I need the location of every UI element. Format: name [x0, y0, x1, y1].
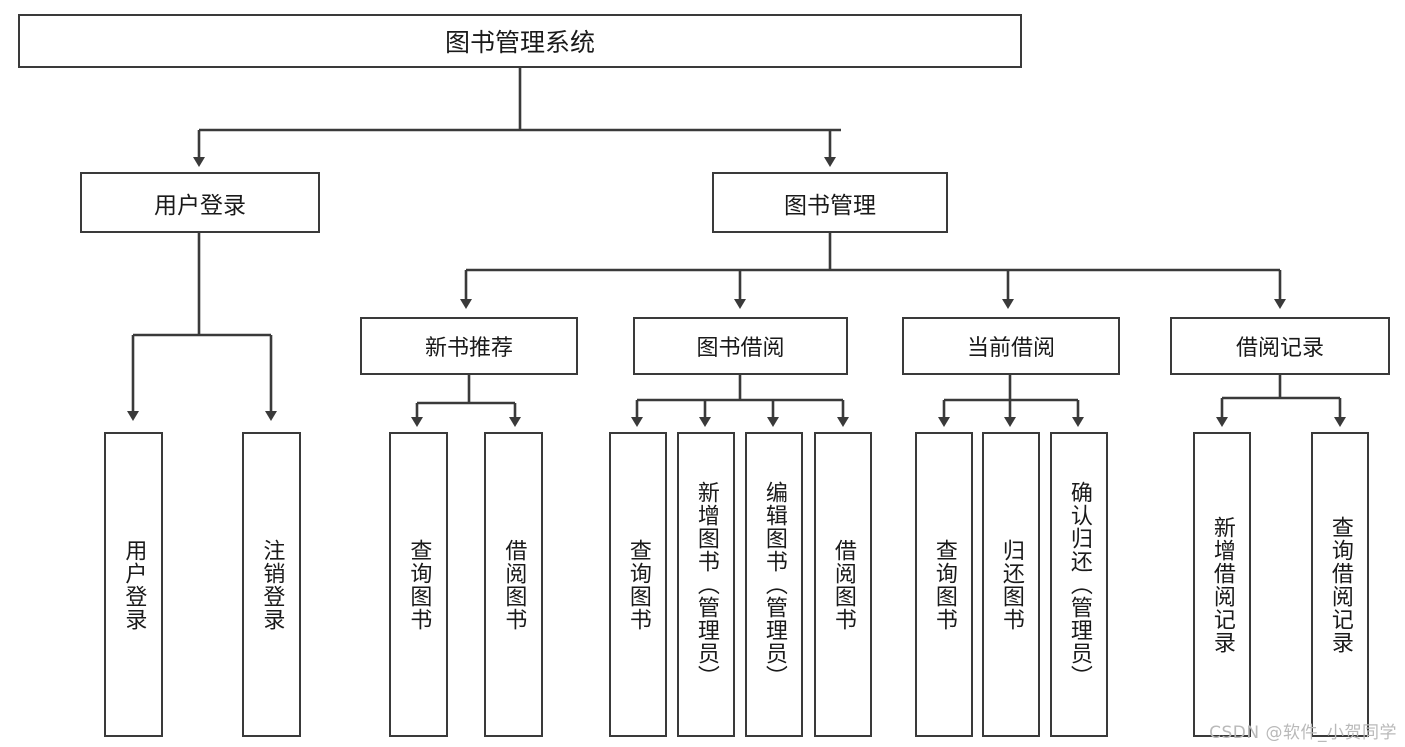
node-leaf-add-book[interactable]: 新增图书（管理员）: [677, 432, 735, 737]
node-label: 编辑图书（管理员）: [761, 481, 787, 688]
node-label: 借阅图书: [501, 538, 527, 631]
node-label: 借阅记录: [1235, 336, 1324, 361]
node-leaf-borrow-book[interactable]: 借阅图书: [814, 432, 872, 737]
node-leaf-return-book[interactable]: 归还图书: [982, 432, 1040, 737]
node-label: 图书借阅: [696, 336, 785, 361]
node-label: 查询借阅记录: [1327, 515, 1353, 654]
node-label: 归还图书: [998, 538, 1024, 631]
node-root-system[interactable]: 图书管理系统: [18, 14, 1022, 68]
node-label: 注销登录: [259, 538, 285, 631]
node-leaf-borrow-book-recommend[interactable]: 借阅图书: [484, 432, 543, 737]
node-label: 图书管理: [784, 192, 876, 219]
csdn-watermark: CSDN @软件_小贺同学: [1209, 723, 1397, 743]
node-leaf-query-book-borrow[interactable]: 查询图书: [609, 432, 667, 737]
node-current-borrow[interactable]: 当前借阅: [902, 317, 1120, 375]
node-leaf-query-book-recommend[interactable]: 查询图书: [389, 432, 448, 737]
node-new-book-recommend[interactable]: 新书推荐: [360, 317, 578, 375]
node-label: 查询图书: [931, 538, 957, 631]
node-label: 图书管理系统: [444, 28, 595, 57]
node-label: 确认归还（管理员）: [1066, 481, 1092, 688]
node-leaf-query-book-current[interactable]: 查询图书: [915, 432, 973, 737]
node-user-login[interactable]: 用户登录: [80, 172, 320, 233]
node-label: 新增图书（管理员）: [693, 481, 719, 688]
node-leaf-user-logout[interactable]: 注销登录: [242, 432, 301, 737]
node-book-borrow[interactable]: 图书借阅: [633, 317, 848, 375]
node-label: 新书推荐: [424, 336, 513, 361]
node-label: 新增借阅记录: [1209, 515, 1235, 654]
node-leaf-confirm-return[interactable]: 确认归还（管理员）: [1050, 432, 1108, 737]
node-label: 当前借阅: [966, 336, 1055, 361]
node-label: 用户登录: [154, 192, 246, 219]
node-leaf-user-login[interactable]: 用户登录: [104, 432, 163, 737]
node-borrow-record[interactable]: 借阅记录: [1170, 317, 1390, 375]
node-label: 用户登录: [121, 538, 147, 631]
node-leaf-edit-book[interactable]: 编辑图书（管理员）: [745, 432, 803, 737]
node-leaf-add-borrow-record[interactable]: 新增借阅记录: [1193, 432, 1251, 737]
node-book-management[interactable]: 图书管理: [712, 172, 948, 233]
node-leaf-query-borrow-record[interactable]: 查询借阅记录: [1311, 432, 1369, 737]
node-label: 查询图书: [406, 538, 432, 631]
node-label: 借阅图书: [830, 538, 856, 631]
node-label: 查询图书: [625, 538, 651, 631]
